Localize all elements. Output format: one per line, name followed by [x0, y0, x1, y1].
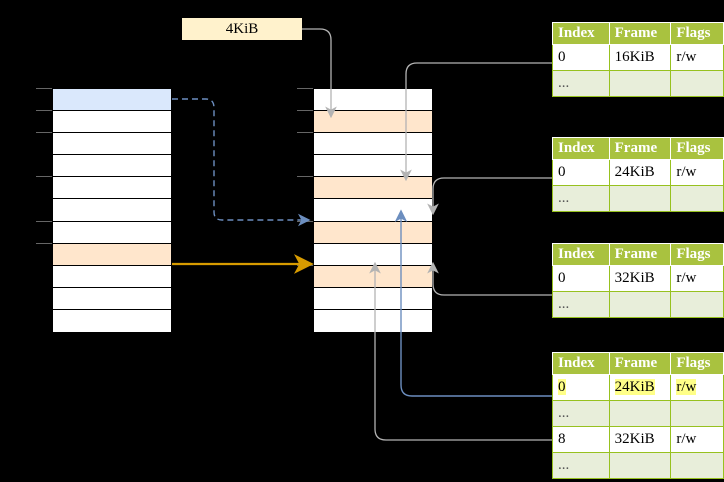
virtual-page-row-3[interactable] — [53, 155, 171, 178]
physical-frame-tick-6 — [297, 220, 313, 222]
virtual-page-tick-7 — [36, 242, 52, 244]
physical-frame-tick-8 — [297, 264, 313, 266]
page-table-4-row[interactable]: ... — [552, 400, 724, 427]
page-table-3-cell-flags: r/w — [670, 265, 724, 292]
physical-frame-row-3[interactable] — [314, 155, 432, 178]
physical-frame-tick-4 — [297, 176, 313, 178]
physical-frame-tick-2 — [297, 132, 313, 134]
virtual-page-row-2[interactable] — [53, 133, 171, 156]
page-table-2-cell-frame: 24KiB — [608, 159, 672, 186]
page-table-4-header-index: Index — [552, 352, 610, 375]
page-table-4-cell-frame — [608, 400, 672, 427]
page-table-1-row[interactable]: ... — [552, 70, 724, 97]
page-table-4-cell-index: 0 — [552, 374, 610, 401]
page-table-4-cell-frame: 24KiB — [608, 374, 672, 401]
page-table-3-header-flags: Flags — [670, 243, 724, 266]
page-table-4-cell-index: ... — [552, 400, 610, 427]
page-table-4-cell-flags: r/w — [670, 374, 724, 401]
physical-frame-row-10[interactable] — [314, 309, 432, 333]
page-table-2-cell-index: ... — [552, 185, 610, 212]
page-table-4-cell-index: ... — [552, 452, 610, 479]
physical-memory-column — [313, 88, 433, 333]
virtual-page-row-6[interactable] — [53, 221, 171, 244]
page-size-label: 4KiB — [182, 18, 302, 40]
page-table-2-cell-index: 0 — [552, 159, 610, 186]
page-table-2-cell-flags — [670, 185, 724, 212]
page-table-3-row[interactable]: ... — [552, 291, 724, 318]
page-table-4-cell-index: 8 — [552, 426, 610, 453]
page-table-1-header-index: Index — [552, 22, 610, 45]
page-table-1-cell-flags: r/w — [670, 44, 724, 71]
physical-frame-row-7[interactable] — [314, 243, 432, 266]
page-table-1-cell-index: 0 — [552, 44, 610, 71]
page-table-3-cell-index: 0 — [552, 265, 610, 292]
physical-frame-row-5[interactable] — [314, 199, 432, 222]
page-table-1-cell-flags — [670, 70, 724, 97]
wire-table2-to-frame — [427, 177, 552, 216]
virtual-page-tick-2 — [36, 132, 52, 134]
virtual-page-row-1[interactable] — [53, 111, 171, 134]
page-table-4-cell-frame — [608, 452, 672, 479]
page-table-2-header-frame: Frame — [608, 137, 672, 160]
physical-frame-row-8[interactable] — [314, 265, 432, 288]
virtual-page-row-7[interactable] — [53, 243, 171, 266]
page-table-4-cell-flags — [670, 400, 724, 427]
virtual-page-tick-1 — [36, 110, 52, 112]
page-size-label-text: 4KiB — [225, 20, 259, 37]
physical-frame-row-4[interactable] — [314, 177, 432, 200]
page-table-1-header-flags: Flags — [670, 22, 724, 45]
page-table-2-cell-frame — [608, 185, 672, 212]
page-table-3-cell-index: ... — [552, 291, 610, 318]
virtual-page-row-8[interactable] — [53, 265, 171, 288]
physical-frame-row-6[interactable] — [314, 221, 432, 244]
page-table-4-cell-frame: 32KiB — [608, 426, 672, 453]
physical-frame-tick-1 — [297, 110, 313, 112]
virtual-page-tick-4 — [36, 176, 52, 178]
page-table-3-cell-flags — [670, 291, 724, 318]
page-table-3-header-frame: Frame — [608, 243, 672, 266]
page-table-4-cell-flags — [670, 452, 724, 479]
page-table-4-header-frame: Frame — [608, 352, 672, 375]
virtual-page-row-4[interactable] — [53, 177, 171, 200]
physical-frame-row-2[interactable] — [314, 133, 432, 156]
physical-frame-row-9[interactable] — [314, 287, 432, 310]
virtual-address-space-column — [52, 88, 172, 333]
page-table-1-cell-frame: 16KiB — [608, 44, 672, 71]
virtual-page-row-10[interactable] — [53, 309, 171, 333]
page-table-4-header-flags: Flags — [670, 352, 724, 375]
page-table-3-cell-frame — [608, 291, 672, 318]
wire-table3-to-frame — [427, 261, 552, 296]
page-table-1-cell-frame — [608, 70, 672, 97]
page-table-1-header-frame: Frame — [608, 22, 672, 45]
virtual-page-row-0[interactable] — [53, 89, 171, 112]
virtual-page-row-9[interactable] — [53, 287, 171, 310]
physical-frame-tick-0 — [297, 88, 313, 89]
page-table-2-row[interactable]: ... — [552, 185, 724, 212]
physical-frame-row-0[interactable] — [314, 89, 432, 112]
virtual-page-tick-6 — [36, 220, 52, 222]
wire-virtual-page-dashed — [172, 98, 311, 227]
page-table-3-header-index: Index — [552, 243, 610, 266]
page-table-2-header-flags: Flags — [670, 137, 724, 160]
page-table-3-cell-frame: 32KiB — [608, 265, 672, 292]
page-table-1-cell-index: ... — [552, 70, 610, 97]
virtual-page-row-5[interactable] — [53, 199, 171, 222]
page-table-2-cell-flags: r/w — [670, 159, 724, 186]
page-table-4-cell-flags: r/w — [670, 426, 724, 453]
physical-frame-row-1[interactable] — [314, 111, 432, 134]
page-table-4-row[interactable]: ... — [552, 452, 724, 479]
virtual-page-tick-0 — [36, 88, 52, 89]
page-table-2-header-index: Index — [552, 137, 610, 160]
